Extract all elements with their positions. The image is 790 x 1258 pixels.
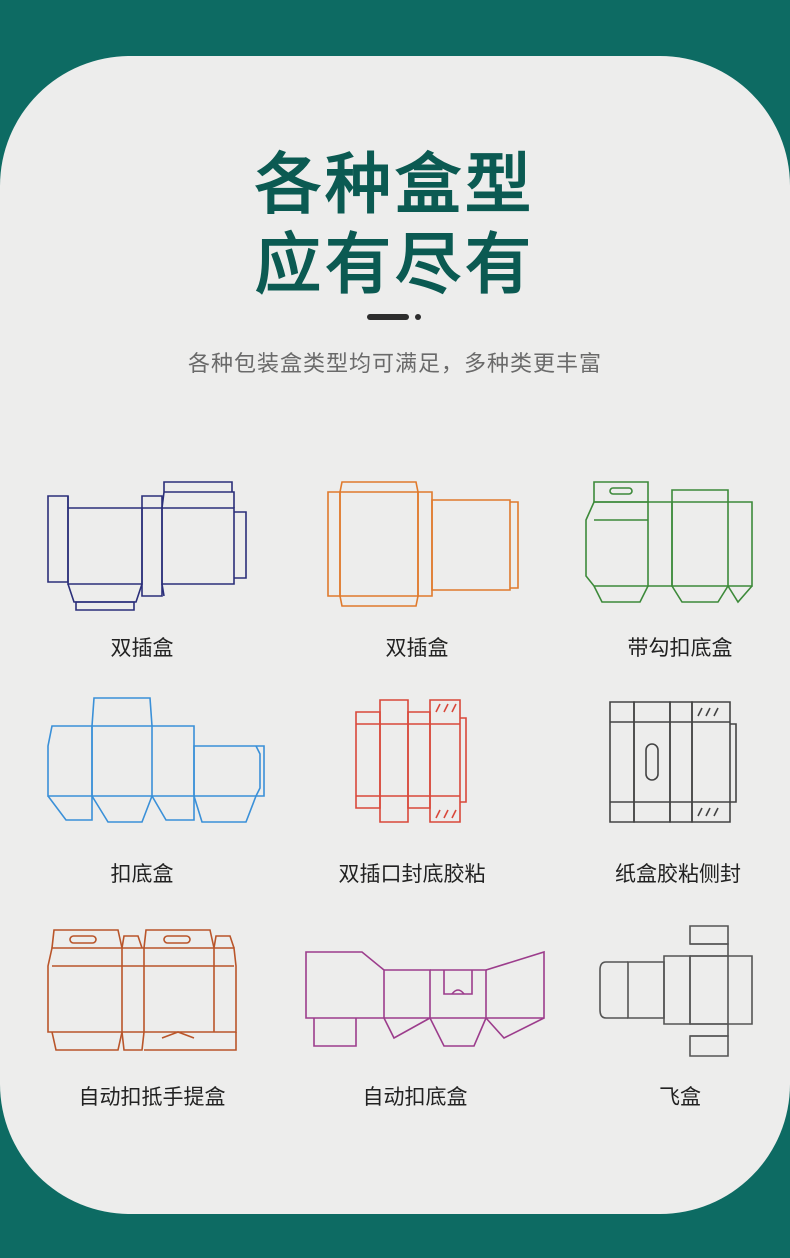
box-label-auto-lock-bottom: 自动扣底盒 [362,1085,468,1109]
box-label-lock-bottom: 扣底盒 [110,862,174,886]
box-label-hook-lock-bottom: 带勾扣底盒 [627,636,733,660]
page-title-line-1: 各种盒型 [255,146,535,223]
box-diagram-double-tuck-2 [327,481,519,607]
page-title-line-2: 应有尽有 [255,226,535,303]
box-label-double-tuck-1: 双插盒 [110,636,174,660]
box-diagram-glued-side-seal [609,701,737,823]
box-diagram-auto-lock-bottom [305,950,545,1047]
box-label-glued-side-seal: 纸盒胶粘侧封 [615,862,741,886]
page-subtitle: 各种包装盒类型均可满足，多种类更丰富 [187,352,602,377]
box-diagram-hook-lock-bottom [585,481,753,604]
box-label-double-tuck-glued-bottom: 双插口封底胶粘 [338,862,486,886]
box-diagram-double-tuck-1 [47,481,247,611]
content-card [0,56,790,1214]
box-label-double-tuck-2: 双插盒 [385,636,449,660]
box-label-auto-lock-handle: 自动扣抵手提盒 [78,1085,226,1109]
box-diagram-mailer-box [599,925,753,1057]
box-diagram-double-tuck-glued-bottom [355,699,467,823]
box-diagram-lock-bottom [47,697,265,823]
title-divider [367,313,427,321]
box-diagram-auto-lock-handle [47,929,237,1051]
box-label-mailer-box: 飞盒 [659,1085,701,1109]
